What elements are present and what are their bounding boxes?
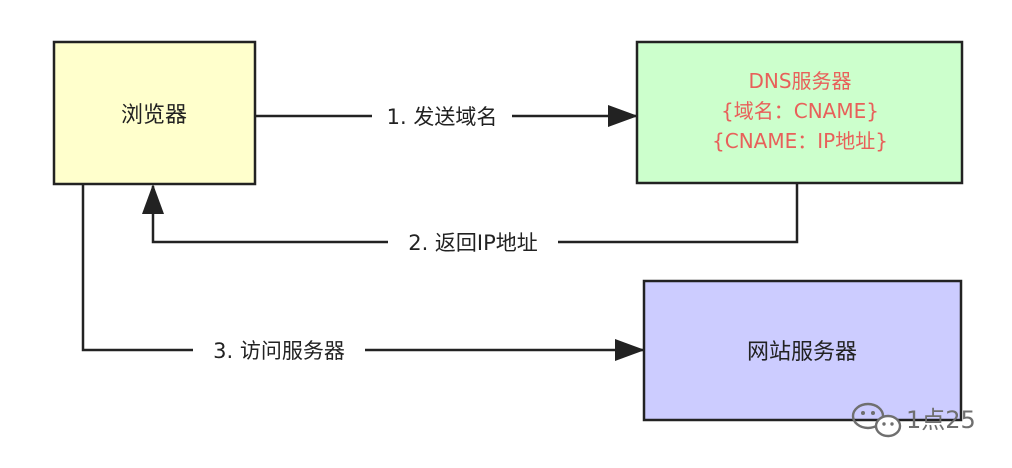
edge-send-domain-label: 1. 发送域名 xyxy=(387,105,498,129)
edge-return-ip-label: 2. 返回IP地址 xyxy=(408,231,538,255)
web-server-node: 网站服务器 xyxy=(642,279,963,422)
edge-return-ip-label-bg xyxy=(388,228,558,256)
browser-node: 浏览器 xyxy=(52,40,257,186)
web-server-box xyxy=(642,279,963,422)
edge-visit-server: 3. 访问服务器 xyxy=(81,184,645,364)
edge-visit-server-label-bg xyxy=(193,336,365,364)
dns-record-domain-cname: {域名：CNAME} xyxy=(721,99,879,123)
edge-visit-server-label: 3. 访问服务器 xyxy=(213,339,345,363)
dns-server-node: DNS服务器 {域名：CNAME} {CNAME：IP地址} xyxy=(635,40,964,185)
browser-label: 浏览器 xyxy=(121,103,187,128)
browser-box xyxy=(52,40,257,186)
dns-server-box xyxy=(635,40,964,185)
web-server-label: 网站服务器 xyxy=(747,340,857,365)
dns-record-cname-ip: {CNAME：IP地址} xyxy=(712,129,888,153)
edge-send-domain: 1. 发送域名 xyxy=(255,102,638,130)
edge-send-domain-label-bg xyxy=(372,102,512,130)
watermark-text: 1点25 xyxy=(906,406,976,434)
watermark: 1点25 xyxy=(851,402,976,438)
edge-visit-server-line xyxy=(81,184,645,361)
edge-return-ip: 2. 返回IP地址 xyxy=(142,183,799,256)
dns-server-title: DNS服务器 xyxy=(748,69,851,93)
wechat-icon xyxy=(851,402,902,438)
